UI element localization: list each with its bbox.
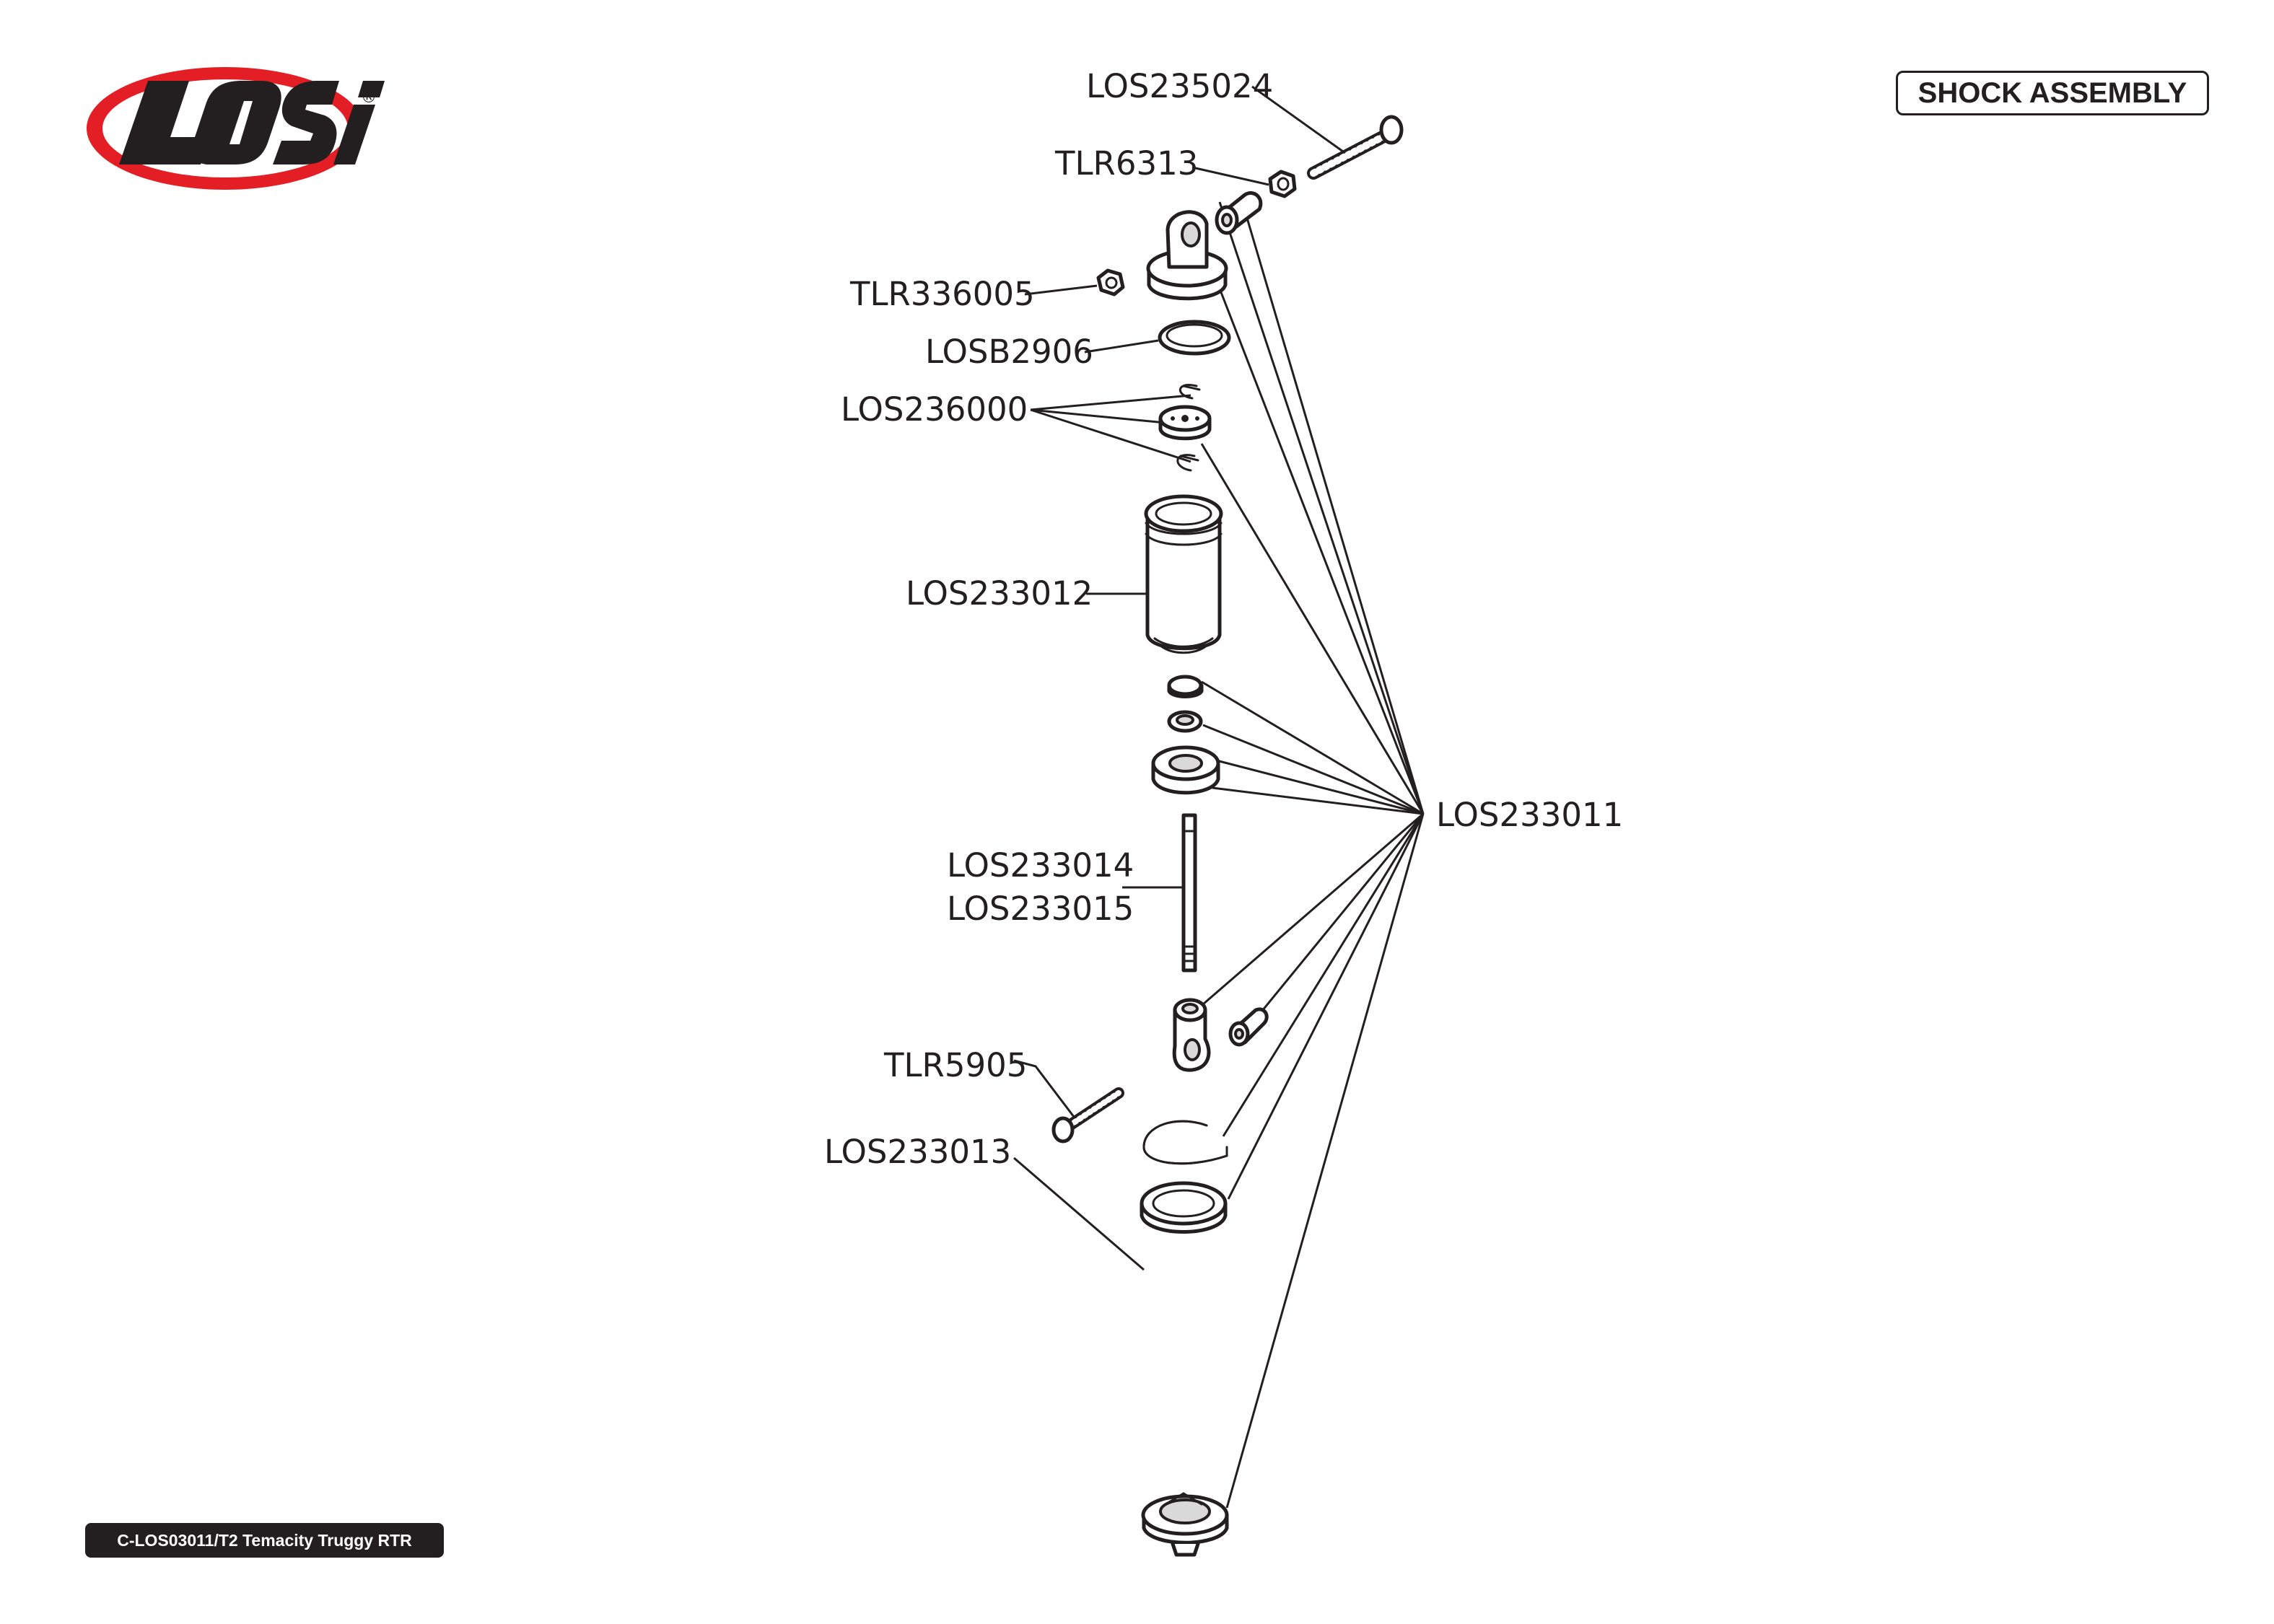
shock-bladder-ring <box>1158 320 1231 356</box>
shock-body <box>1144 494 1223 654</box>
rod-end-bushing <box>1228 1007 1269 1047</box>
label-tlr336005: TLR336005 <box>849 275 1035 313</box>
callout-labels: LOS235024 TLR6313 TLR336005 LOSB2906 LOS… <box>824 67 1623 1171</box>
label-los233015: LOS233015 <box>947 890 1134 928</box>
label-los235024: LOS235024 <box>1086 67 1273 105</box>
label-los233013: LOS233013 <box>824 1133 1011 1171</box>
top-nut <box>1268 170 1297 198</box>
label-los233012: LOS233012 <box>906 574 1093 613</box>
spring-cup <box>1140 1181 1228 1234</box>
e-clip-bottom <box>1176 454 1199 472</box>
registered-mark: ® <box>361 89 377 107</box>
shock-cap <box>1146 210 1228 301</box>
shock-top-screw <box>1307 115 1404 180</box>
spring-clip <box>1142 1120 1228 1165</box>
label-los236000: LOS236000 <box>841 390 1028 429</box>
page-title: SHOCK ASSEMBLY <box>1896 71 2209 115</box>
small-lock-nut <box>1096 268 1125 297</box>
shock-cartridge-parts <box>1151 675 1220 795</box>
label-tlr6313: TLR6313 <box>1054 144 1198 183</box>
label-los233011: LOS233011 <box>1436 796 1623 834</box>
top-bushing <box>1215 191 1263 235</box>
shock-rod-end <box>1172 998 1211 1072</box>
losi-logo: ® <box>87 67 385 190</box>
spring-collar <box>1141 1492 1229 1557</box>
label-tlr5905: TLR5905 <box>883 1046 1027 1084</box>
footer-label: C-LOS03011/T2 Temacity Truggy RTR <box>85 1523 444 1558</box>
e-clip-top <box>1178 384 1201 400</box>
label-los233014: LOS233014 <box>947 846 1134 885</box>
shock-piston <box>1158 405 1212 441</box>
leader-lines <box>1013 85 1425 1509</box>
shock-spring <box>1137 1263 1230 1475</box>
shock-shaft <box>1181 813 1197 973</box>
label-losb2906: LOSB2906 <box>925 333 1093 371</box>
rod-end-screw <box>1051 1087 1124 1144</box>
